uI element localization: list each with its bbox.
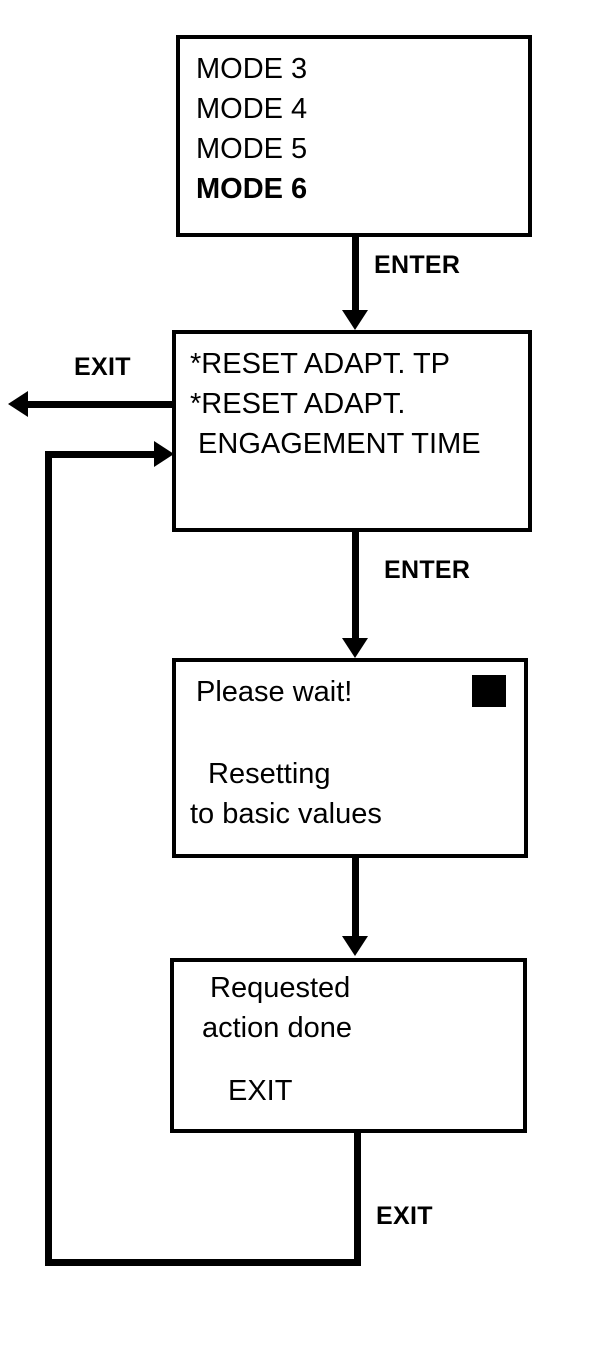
action-done-line-1: Requested (210, 972, 351, 1004)
edge-wait-to-done-line (352, 858, 359, 940)
please-wait-line-2: Resetting (208, 758, 331, 790)
please-wait-line-1: Please wait! (196, 676, 353, 708)
reset-menu-line-2: *RESET ADAPT. (190, 388, 406, 420)
mode-list-line-4-selected: MODE 6 (196, 173, 308, 205)
feedback-bottom-horizontal (45, 1259, 361, 1266)
box-reset-menu[interactable] (172, 330, 532, 532)
edge-enter-2-arrowhead (342, 638, 368, 658)
box-action-done[interactable] (170, 958, 527, 1133)
feedback-left-vertical (45, 451, 52, 1266)
feedback-top-horizontal (45, 451, 164, 458)
mode-list-line-2: MODE 4 (196, 93, 308, 125)
edge-enter-1-arrowhead (342, 310, 368, 330)
edge-label-enter-1: ENTER (374, 251, 461, 279)
action-done-line-2: action done (202, 1012, 352, 1044)
box-mode-list[interactable] (176, 35, 532, 237)
edge-exit-left-arrowhead (8, 391, 28, 417)
mode-list-line-1: MODE 3 (196, 53, 308, 85)
edge-exit-left-line (27, 401, 173, 408)
feedback-right-vertical (354, 1133, 361, 1266)
edge-enter-2-line (352, 532, 359, 642)
feedback-arrowhead (154, 441, 174, 467)
mode-list-line-3: MODE 5 (196, 133, 308, 165)
busy-indicator-square (472, 675, 506, 707)
edge-label-enter-2: ENTER (384, 556, 471, 584)
edge-wait-to-done-arrowhead (342, 936, 368, 956)
reset-menu-line-3: ENGAGEMENT TIME (190, 428, 481, 460)
edge-enter-1-line (352, 237, 359, 313)
please-wait-line-3: to basic values (190, 798, 382, 830)
edge-label-exit-bottom: EXIT (376, 1202, 433, 1230)
action-done-exit-option[interactable]: EXIT (228, 1075, 293, 1107)
box-please-wait[interactable] (172, 658, 528, 858)
reset-menu-line-1: *RESET ADAPT. TP (190, 348, 451, 380)
edge-label-exit-left: EXIT (74, 353, 131, 381)
